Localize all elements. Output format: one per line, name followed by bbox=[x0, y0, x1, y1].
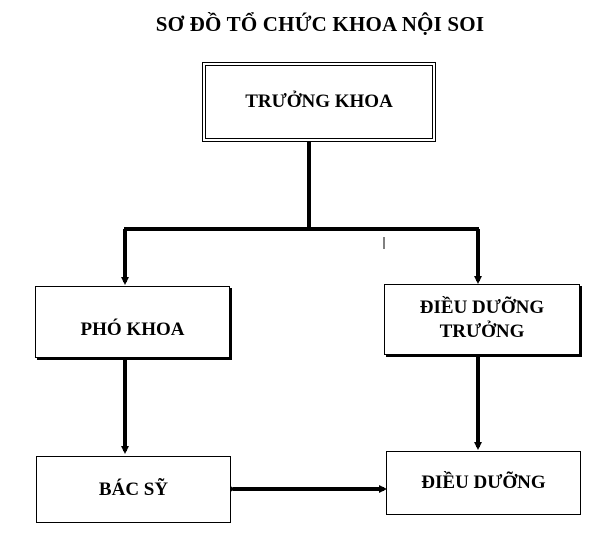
node-head: TRƯỞNG KHOA bbox=[202, 62, 436, 142]
diagram-title: SƠ ĐỒ TỔ CHỨC KHOA NỘI SOI bbox=[155, 12, 485, 36]
node-head-nurse-label: ĐIỀU DƯỠNG TRƯỞNG bbox=[419, 296, 545, 342]
node-doctor-label: BÁC SỸ bbox=[98, 478, 169, 500]
node-deputy: PHÓ KHOA bbox=[35, 286, 230, 358]
node-head-label: TRƯỞNG KHOA bbox=[245, 91, 393, 112]
node-doctor: BÁC SỸ bbox=[36, 456, 231, 523]
node-head-nurse: ĐIỀU DƯỠNG TRƯỞNG bbox=[384, 284, 580, 355]
node-nurse: ĐIỀU DƯỠNG bbox=[386, 451, 581, 515]
node-deputy-label: PHÓ KHOA bbox=[80, 319, 185, 340]
node-nurse-label: ĐIỀU DƯỠNG bbox=[421, 472, 546, 493]
